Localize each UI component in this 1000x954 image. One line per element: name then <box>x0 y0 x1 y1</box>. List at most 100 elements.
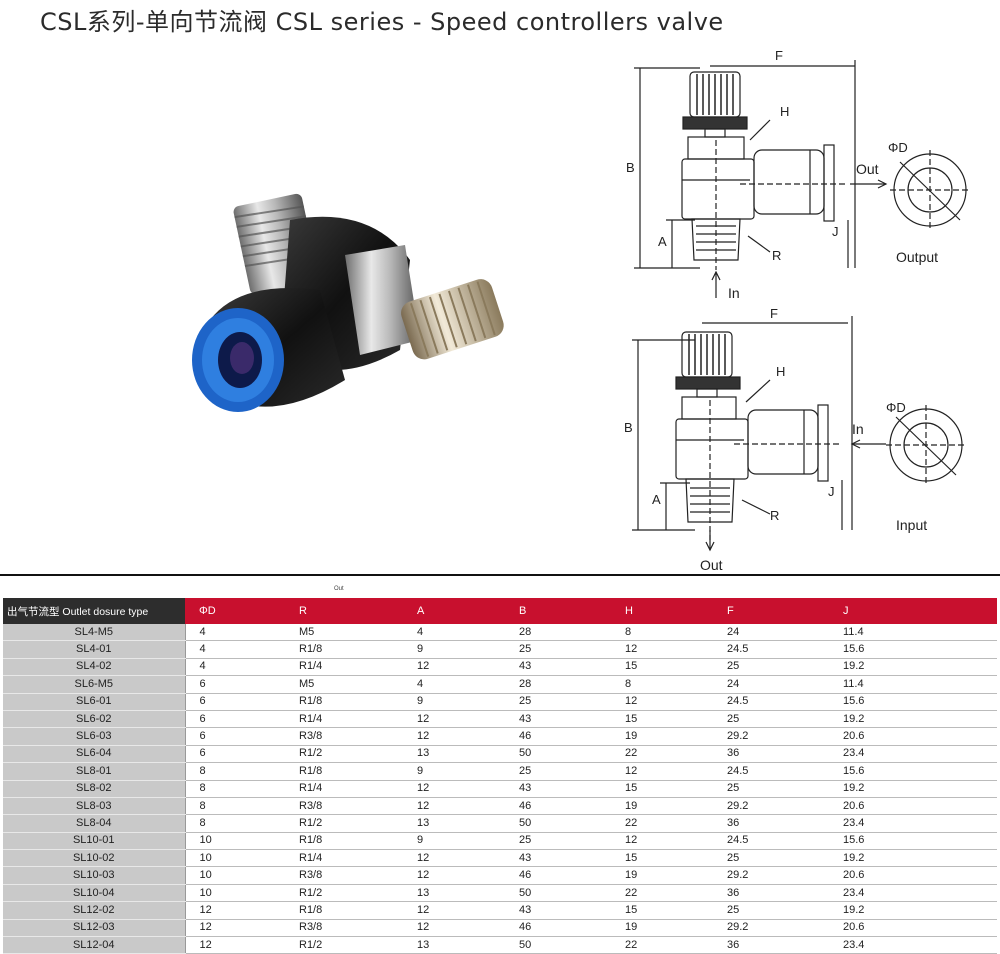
table-cell: 20.6 <box>829 919 997 938</box>
table-cell: 13 <box>403 884 505 903</box>
table-cell: 12 <box>611 762 713 781</box>
dimension-diagram: F H B A J R Out In ΦD Output F H B A J R… <box>624 48 970 573</box>
table-cell: 6 <box>185 675 285 694</box>
table-cell: 19.2 <box>829 780 997 798</box>
column-header: 出气节流型 Outlet dosure type <box>3 598 185 624</box>
table-cell: 8 <box>185 814 285 833</box>
table-cell: 24.5 <box>713 693 829 711</box>
table-cell: 6 <box>185 745 285 764</box>
column-header: J <box>829 598 997 624</box>
separator-line <box>0 574 1000 576</box>
table-cell: 19.2 <box>829 658 997 677</box>
model-cell: SL8-01 <box>3 762 186 781</box>
caption-output: Output <box>896 249 938 265</box>
table-cell: R1/8 <box>285 640 403 659</box>
table-cell: 50 <box>505 745 611 764</box>
table-cell: 15.6 <box>829 762 997 781</box>
table-cell: 12 <box>403 849 505 868</box>
table-cell: 12 <box>403 780 505 798</box>
table-cell: 8 <box>611 675 713 694</box>
dim-label-r: R <box>772 248 781 263</box>
table-cell: M5 <box>285 624 403 642</box>
table-cell: 46 <box>505 797 611 816</box>
table-cell: 9 <box>403 832 505 851</box>
table-cell: 12 <box>185 936 285 954</box>
table-cell: R1/2 <box>285 884 403 903</box>
table-cell: 25 <box>505 640 611 659</box>
model-cell: SL4-M5 <box>3 624 186 642</box>
dim-label-a: A <box>658 234 667 249</box>
dim-label-f: F <box>775 48 783 63</box>
table-cell: 13 <box>403 745 505 764</box>
table-cell: 23.4 <box>829 936 997 954</box>
table-cell: 46 <box>505 727 611 746</box>
dim-label-b: B <box>626 160 635 175</box>
table-cell: 43 <box>505 849 611 868</box>
table-cell: 20.6 <box>829 797 997 816</box>
table-cell: 23.4 <box>829 814 997 833</box>
table-cell: 10 <box>185 849 285 868</box>
table-cell: 15.6 <box>829 640 997 659</box>
table-cell: 4 <box>403 624 505 642</box>
model-cell: SL12-04 <box>3 936 186 954</box>
table-cell: 10 <box>185 832 285 851</box>
table-cell: R1/8 <box>285 762 403 781</box>
model-cell: SL10-03 <box>3 866 186 885</box>
table-cell: 29.2 <box>713 919 829 938</box>
column-header: A <box>403 598 505 624</box>
table-cell: 4 <box>403 675 505 694</box>
table-cell: 19 <box>611 866 713 885</box>
table-cell: 15.6 <box>829 693 997 711</box>
table-cell: 19 <box>611 919 713 938</box>
table-cell: 50 <box>505 936 611 954</box>
table-cell: 43 <box>505 780 611 798</box>
product-photo <box>192 193 504 412</box>
table-cell: 24 <box>713 675 829 694</box>
column-header: B <box>505 598 611 624</box>
model-cell: SL6-02 <box>3 710 186 729</box>
table-cell: 25 <box>713 780 829 798</box>
table-cell: 46 <box>505 866 611 885</box>
label-out: Out <box>856 161 879 177</box>
table-cell: 25 <box>713 849 829 868</box>
table-cell: 8 <box>185 797 285 816</box>
table-cell: 22 <box>611 884 713 903</box>
table-cell: 43 <box>505 710 611 729</box>
table-cell: 29.2 <box>713 727 829 746</box>
table-cell: 23.4 <box>829 745 997 764</box>
table-cell: 36 <box>713 936 829 954</box>
table-cell: 43 <box>505 901 611 920</box>
table-cell: 19 <box>611 797 713 816</box>
table-cell: 12 <box>403 658 505 677</box>
table-cell: 4 <box>185 640 285 659</box>
table-cell: 19.2 <box>829 849 997 868</box>
table-cell: 9 <box>403 640 505 659</box>
dim-label-r-2: R <box>770 508 779 523</box>
table-cell: 12 <box>611 693 713 711</box>
caption-input: Input <box>896 517 927 533</box>
table-cell: 12 <box>403 710 505 729</box>
dim-label-a-2: A <box>652 492 661 507</box>
table-cell: 11.4 <box>829 675 997 694</box>
table-cell: 25 <box>713 658 829 677</box>
table-cell: 22 <box>611 814 713 833</box>
table-cell: 29.2 <box>713 866 829 885</box>
table-cell: 15 <box>611 780 713 798</box>
table-cell: 9 <box>403 693 505 711</box>
table-cell: 13 <box>403 936 505 954</box>
table-cell: 6 <box>185 693 285 711</box>
table-cell: 22 <box>611 936 713 954</box>
table-cell: 25 <box>713 710 829 729</box>
table-cell: 25 <box>505 832 611 851</box>
label-out-2: Out <box>700 557 723 573</box>
